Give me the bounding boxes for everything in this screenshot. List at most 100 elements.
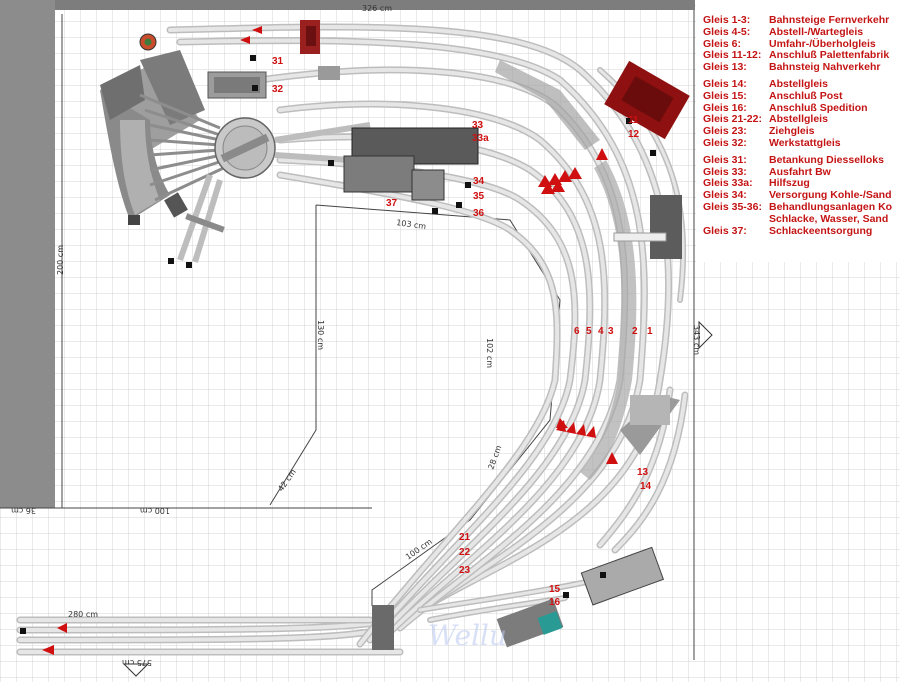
- legend-value: Behandlungsanlagen Ko: [769, 200, 893, 213]
- legend-value: Abstell-/Wartegleis: [769, 25, 864, 38]
- left-wall: [0, 0, 55, 508]
- legend-key: Gleis 33a:: [703, 177, 753, 190]
- legend-value: Anschluß Spedition: [769, 101, 868, 114]
- track-label-11: 11: [628, 115, 639, 126]
- legend-key: Gleis 11-12:: [703, 49, 762, 62]
- legend-key: Gleis 4-5:: [703, 25, 751, 38]
- dim-130: 130 cm: [316, 320, 325, 350]
- legend-value: Bahnsteige Fernverkehr: [769, 14, 890, 26]
- legend-value: Betankung Diesselloks: [769, 153, 884, 166]
- legend-key: Gleis 13:: [703, 61, 747, 74]
- legend-row: Gleis 23: Ziehgleis: [703, 125, 900, 137]
- buffer-stops: [20, 55, 656, 634]
- legend-key: Gleis 33:: [703, 165, 747, 178]
- legend-row: Gleis 33a: Hilfszug: [703, 177, 900, 189]
- track-label-22: 22: [459, 547, 471, 558]
- buildings: [139, 20, 690, 650]
- legend-key: Gleis 21-22:: [703, 113, 762, 126]
- track-label-12: 12: [628, 129, 640, 140]
- track-label-6: 6: [574, 326, 580, 337]
- track-label-13: 13: [637, 467, 649, 478]
- legend-key: Gleis 31:: [703, 153, 747, 166]
- track-labels: 1 2 3 4 5 6 11 12 13 14 15 16 21 22 23 3…: [272, 56, 653, 608]
- legend-value: Schlackeentsorgung: [769, 224, 873, 237]
- legend-row: Gleis 33: Ausfahrt Bw: [703, 166, 900, 178]
- legend-key: Gleis 15:: [703, 89, 747, 102]
- track-label-5: 5: [586, 326, 592, 337]
- legend-row: Gleis 16: Anschluß Spedition: [703, 102, 900, 114]
- track-label-4: 4: [598, 326, 604, 337]
- legend-row: Gleis 13: Bahnsteig Nahverkehr: [703, 61, 900, 73]
- track-label-35: 35: [473, 191, 485, 202]
- track-label-15: 15: [549, 584, 561, 595]
- legend-key: Gleis 34:: [703, 189, 747, 202]
- roundhouse: [100, 50, 371, 263]
- legend-value: Werkstattgleis: [769, 136, 841, 149]
- track-label-33: 33: [472, 120, 484, 131]
- track-label-23: 23: [459, 565, 471, 576]
- dim-left: 200 cm: [56, 245, 65, 275]
- direction-arrows: [42, 26, 618, 655]
- track-label-33a: 33a: [472, 133, 489, 144]
- post-building: [496, 598, 564, 648]
- dim-top: 326 cm: [362, 4, 392, 13]
- dim-575: 575 cm: [122, 658, 152, 667]
- legend-value: Umfahr-/Überholgleis: [769, 37, 876, 50]
- legend-row: Gleis 32: Werkstattgleis: [703, 137, 900, 149]
- legend-row: Gleis 15: Anschluß Post: [703, 90, 900, 102]
- dim-102: 102 cm: [485, 338, 494, 368]
- legend-row: Gleis 34: Versorgung Kohle-/Sand: [703, 189, 900, 201]
- legend-row: Gleis 37:Schlackeentsorgung: [703, 225, 900, 237]
- legend-row: Gleis 35-36: Behandlungsanlagen Ko: [703, 201, 900, 213]
- track-label-14: 14: [640, 481, 652, 492]
- track-label-37: 37: [386, 198, 398, 209]
- legend-value: Anschluß Palettenfabrik: [769, 49, 890, 62]
- top-wall: [55, 0, 695, 10]
- dim-280: 280 cm: [68, 610, 98, 619]
- dim-36: 36 cm: [11, 506, 36, 515]
- dim-343: 343 cm: [692, 325, 701, 355]
- track-label-36: 36: [473, 208, 485, 219]
- legend-key: Gleis 16:: [703, 101, 747, 114]
- legend-value: Abstellgleis: [769, 113, 828, 126]
- track-label-34: 34: [473, 176, 485, 187]
- inner-boundary-diag: [269, 205, 317, 506]
- inner-boundary: [315, 204, 561, 606]
- watermark: Wellu: [428, 619, 507, 652]
- legend-key: Gleis 6:: [703, 37, 741, 50]
- legend-key: Gleis 1-3:: [703, 14, 751, 26]
- legend-value: Abstellgleis: [769, 77, 828, 90]
- legend-row: Gleis 21-22: Abstellgleis: [703, 113, 900, 125]
- legend-value: Ziehgleis: [769, 125, 815, 138]
- dim-100-left: 100 cm: [140, 506, 170, 515]
- track-label-1: 1: [647, 326, 653, 337]
- legend-value: Hilfszug: [769, 177, 810, 190]
- right-building: [650, 195, 682, 259]
- legend-row: Gleis 11-12: Anschluß Palettenfabrik: [703, 49, 900, 61]
- track-label-31: 31: [272, 56, 284, 67]
- legend-key: Gleis 14:: [703, 77, 747, 90]
- dimension-labels: 326 cm 200 cm 103 cm 130 cm 102 cm 343 c…: [11, 4, 713, 677]
- legend-value: Ausfahrt Bw: [769, 165, 831, 178]
- legend-value: Anschluß Post: [769, 89, 843, 102]
- legend-value: Schlacke, Wasser, Sand: [769, 212, 889, 225]
- legend-key: Gleis 23:: [703, 125, 747, 138]
- track-label-2: 2: [632, 326, 638, 337]
- legend-value: Versorgung Kohle-/Sand: [769, 189, 892, 202]
- track-label-21: 21: [459, 532, 471, 543]
- track-label-16: 16: [549, 597, 561, 608]
- legend-background: [696, 0, 900, 262]
- spedition-building: [580, 546, 665, 606]
- legend-value: Bahnsteig Nahverkehr: [769, 61, 881, 74]
- legend-row: Gleis 6: Umfahr-/Überholgleis: [703, 38, 900, 50]
- legend-key: Gleis 32:: [703, 136, 747, 149]
- legend-row: Gleis 4-5: Abstell-/Wartegleis: [703, 26, 900, 38]
- legend-row: Gleis 1-3: Bahnsteige Fernverkehr: [703, 14, 900, 26]
- legend-row: Schlacke, Wasser, Sand: [703, 213, 900, 225]
- track-label-32: 32: [272, 84, 284, 95]
- track-label-3: 3: [608, 326, 614, 337]
- legend-key: Gleis 35-36:: [703, 200, 762, 213]
- legend-row: Gleis 14: Abstellgleis: [703, 78, 900, 90]
